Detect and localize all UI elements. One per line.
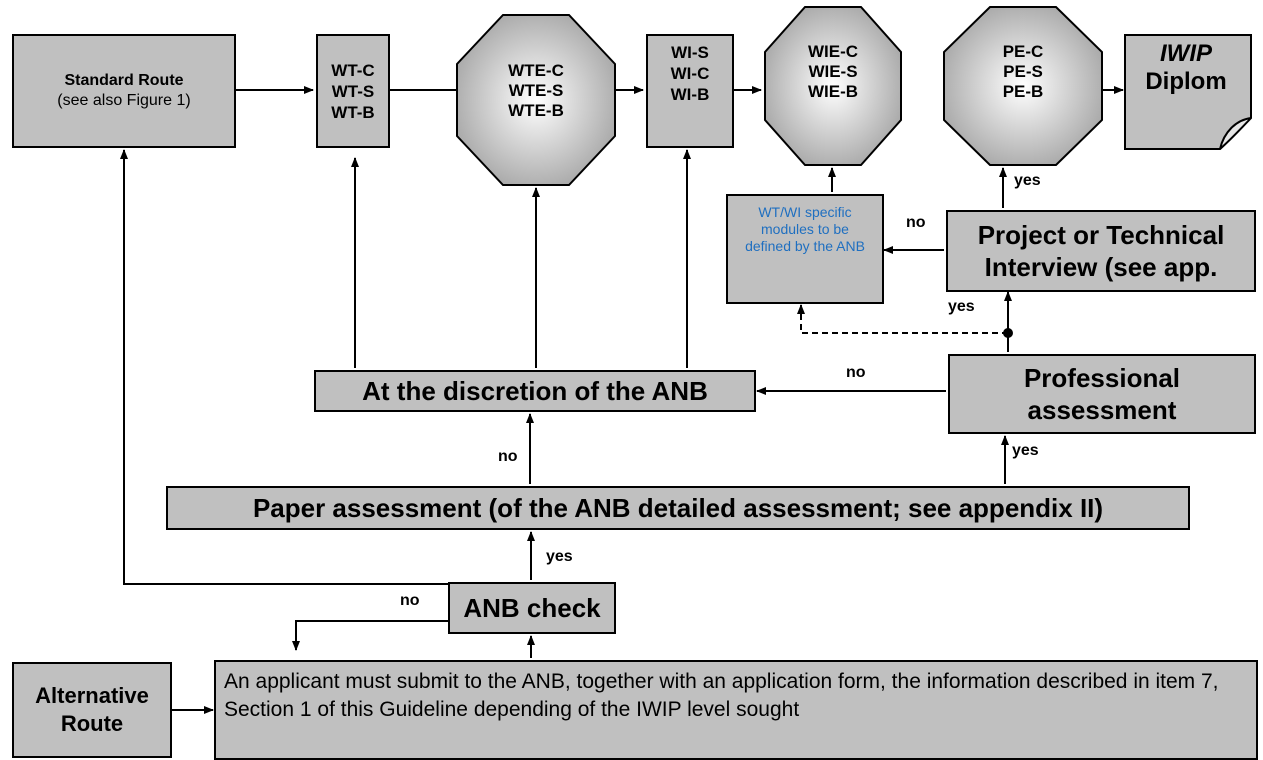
diploma-line2: Diplom [1145, 68, 1227, 95]
anb-check-box: ANB check [448, 582, 616, 634]
alternative-line1: Alternative [35, 683, 149, 708]
arrow-anb-to-alternative [292, 620, 448, 651]
wie-s: WIE-S [808, 62, 858, 81]
wte-b: WTE-B [508, 101, 564, 120]
standard-route-box: Standard Route (see also Figure 1) [12, 34, 236, 148]
pe-octagon-shape [943, 6, 1103, 166]
pe-c: PE-C [1002, 42, 1044, 61]
junction-dot [1003, 328, 1013, 338]
professional-assessment-box: Professional assessment [948, 354, 1256, 434]
arrow-anb-to-standard [120, 149, 448, 585]
wte-s: WTE-S [508, 81, 564, 100]
professional-line1: Professional [1023, 363, 1181, 393]
diploma-document: IWIP Diplom [1124, 34, 1252, 150]
wte-octagon: WTE-C WTE-S WTE-B [456, 14, 616, 186]
alternative-route-box: Alternative Route [12, 662, 172, 758]
application-text: An applicant must submit to the ANB, tog… [224, 670, 1219, 721]
wi-box: WI-S WI-C WI-B [646, 34, 734, 148]
label-yes-interview: yes [948, 298, 975, 315]
pe-s: PE-S [1003, 62, 1043, 81]
anb-check-text: ANB check [463, 592, 601, 623]
application-box: An applicant must submit to the ANB, tog… [214, 660, 1258, 760]
project-interview-box: Project or Technical Interview (see app. [946, 210, 1256, 292]
paper-assessment-box: Paper assessment (of the ANB detailed as… [166, 486, 1190, 530]
label-no-project: no [906, 214, 926, 231]
wie-octagon-shape [764, 6, 902, 166]
standard-route-subtitle: (see also Figure 1) [57, 92, 191, 109]
specific-modules-text: WT/WI specific modules to be defined by … [745, 204, 865, 254]
diploma-shape [1124, 34, 1252, 150]
wie-octagon: WIE-C WIE-S WIE-B [764, 6, 902, 166]
wte-c: WTE-C [508, 61, 564, 80]
wie-c: WIE-C [807, 42, 859, 61]
pe-b: PE-B [1002, 82, 1044, 101]
label-yes-paper: yes [1012, 442, 1039, 459]
wie-b: WIE-B [807, 82, 859, 101]
wt-box: WT-C WT-S WT-B [316, 34, 390, 148]
project-interview-line2: Interview (see app. [984, 252, 1218, 282]
pe-octagon: PE-C PE-S PE-B [943, 6, 1103, 166]
wt-c: WT-C [331, 60, 375, 80]
dashed-arrow-to-specific [797, 304, 1008, 334]
wt-s: WT-S [331, 81, 375, 101]
wi-s: WI-S [671, 43, 709, 62]
wi-c: WI-C [670, 64, 710, 83]
label-yes-pe: yes [1014, 172, 1041, 189]
label-no-professional: no [846, 364, 866, 381]
standard-route-title: Standard Route [64, 72, 184, 89]
discretion-box: At the discretion of the ANB [314, 370, 756, 412]
label-no-paper: no [498, 448, 518, 465]
wi-b: WI-B [670, 85, 710, 104]
label-yes-anb: yes [546, 548, 573, 565]
label-no-anb: no [400, 592, 420, 609]
discretion-text: At the discretion of the ANB [362, 375, 708, 406]
professional-line2: assessment [1027, 395, 1177, 425]
paper-assessment-text: Paper assessment (of the ANB detailed as… [252, 492, 1104, 523]
specific-modules-box: WT/WI specific modules to be defined by … [726, 194, 884, 304]
wte-octagon-shape [456, 14, 616, 186]
diploma-line1: IWIP [1160, 40, 1212, 67]
alternative-line2: Route [60, 711, 124, 736]
wt-b: WT-B [331, 102, 375, 122]
project-interview-line1: Project or Technical [977, 220, 1225, 250]
